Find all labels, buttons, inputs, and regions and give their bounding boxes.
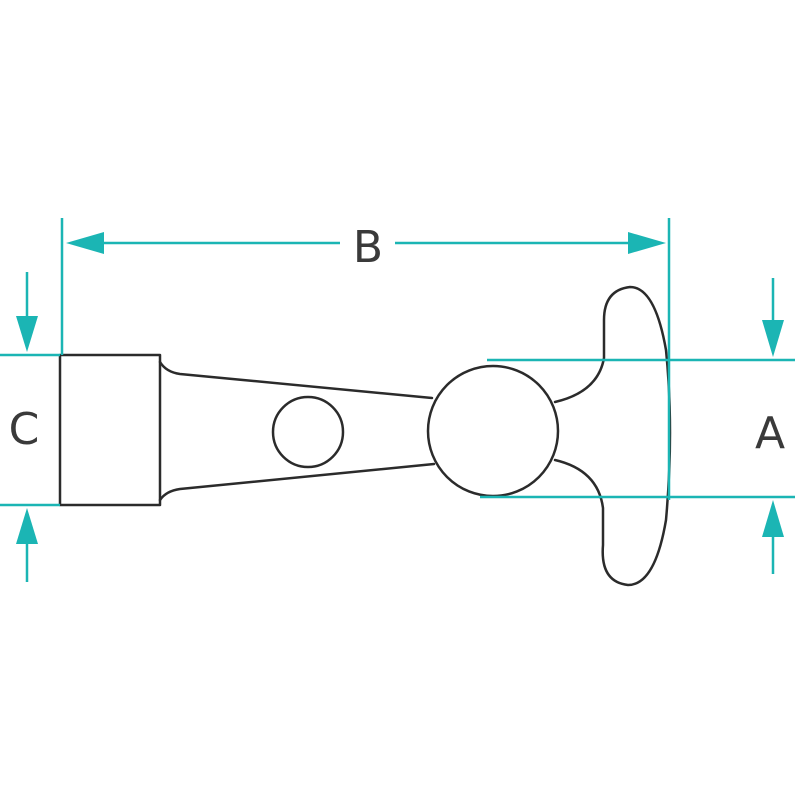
strap-top-edge: [158, 360, 434, 400]
dimension-lines: [0, 218, 795, 582]
handle-knob: [426, 364, 560, 498]
dimension-b-arrow-right: [628, 232, 666, 254]
dimension-a-label: A: [755, 408, 785, 459]
dimension-c-arrow-bottom: [16, 508, 38, 544]
strap-hole: [271, 395, 345, 469]
t-handle-grip: [553, 285, 672, 587]
dimension-a-arrow-bottom: [762, 500, 784, 537]
dimension-b-label: B: [353, 222, 383, 273]
strap-bottom-edge: [158, 462, 436, 502]
dimension-c-label: C: [9, 404, 40, 455]
latch-outline: [58, 285, 672, 587]
dimension-b-arrow-left: [66, 232, 104, 254]
mounting-block: [58, 353, 162, 507]
dimension-c-arrow-top: [16, 316, 38, 352]
dimension-a-arrow-top: [762, 320, 784, 357]
